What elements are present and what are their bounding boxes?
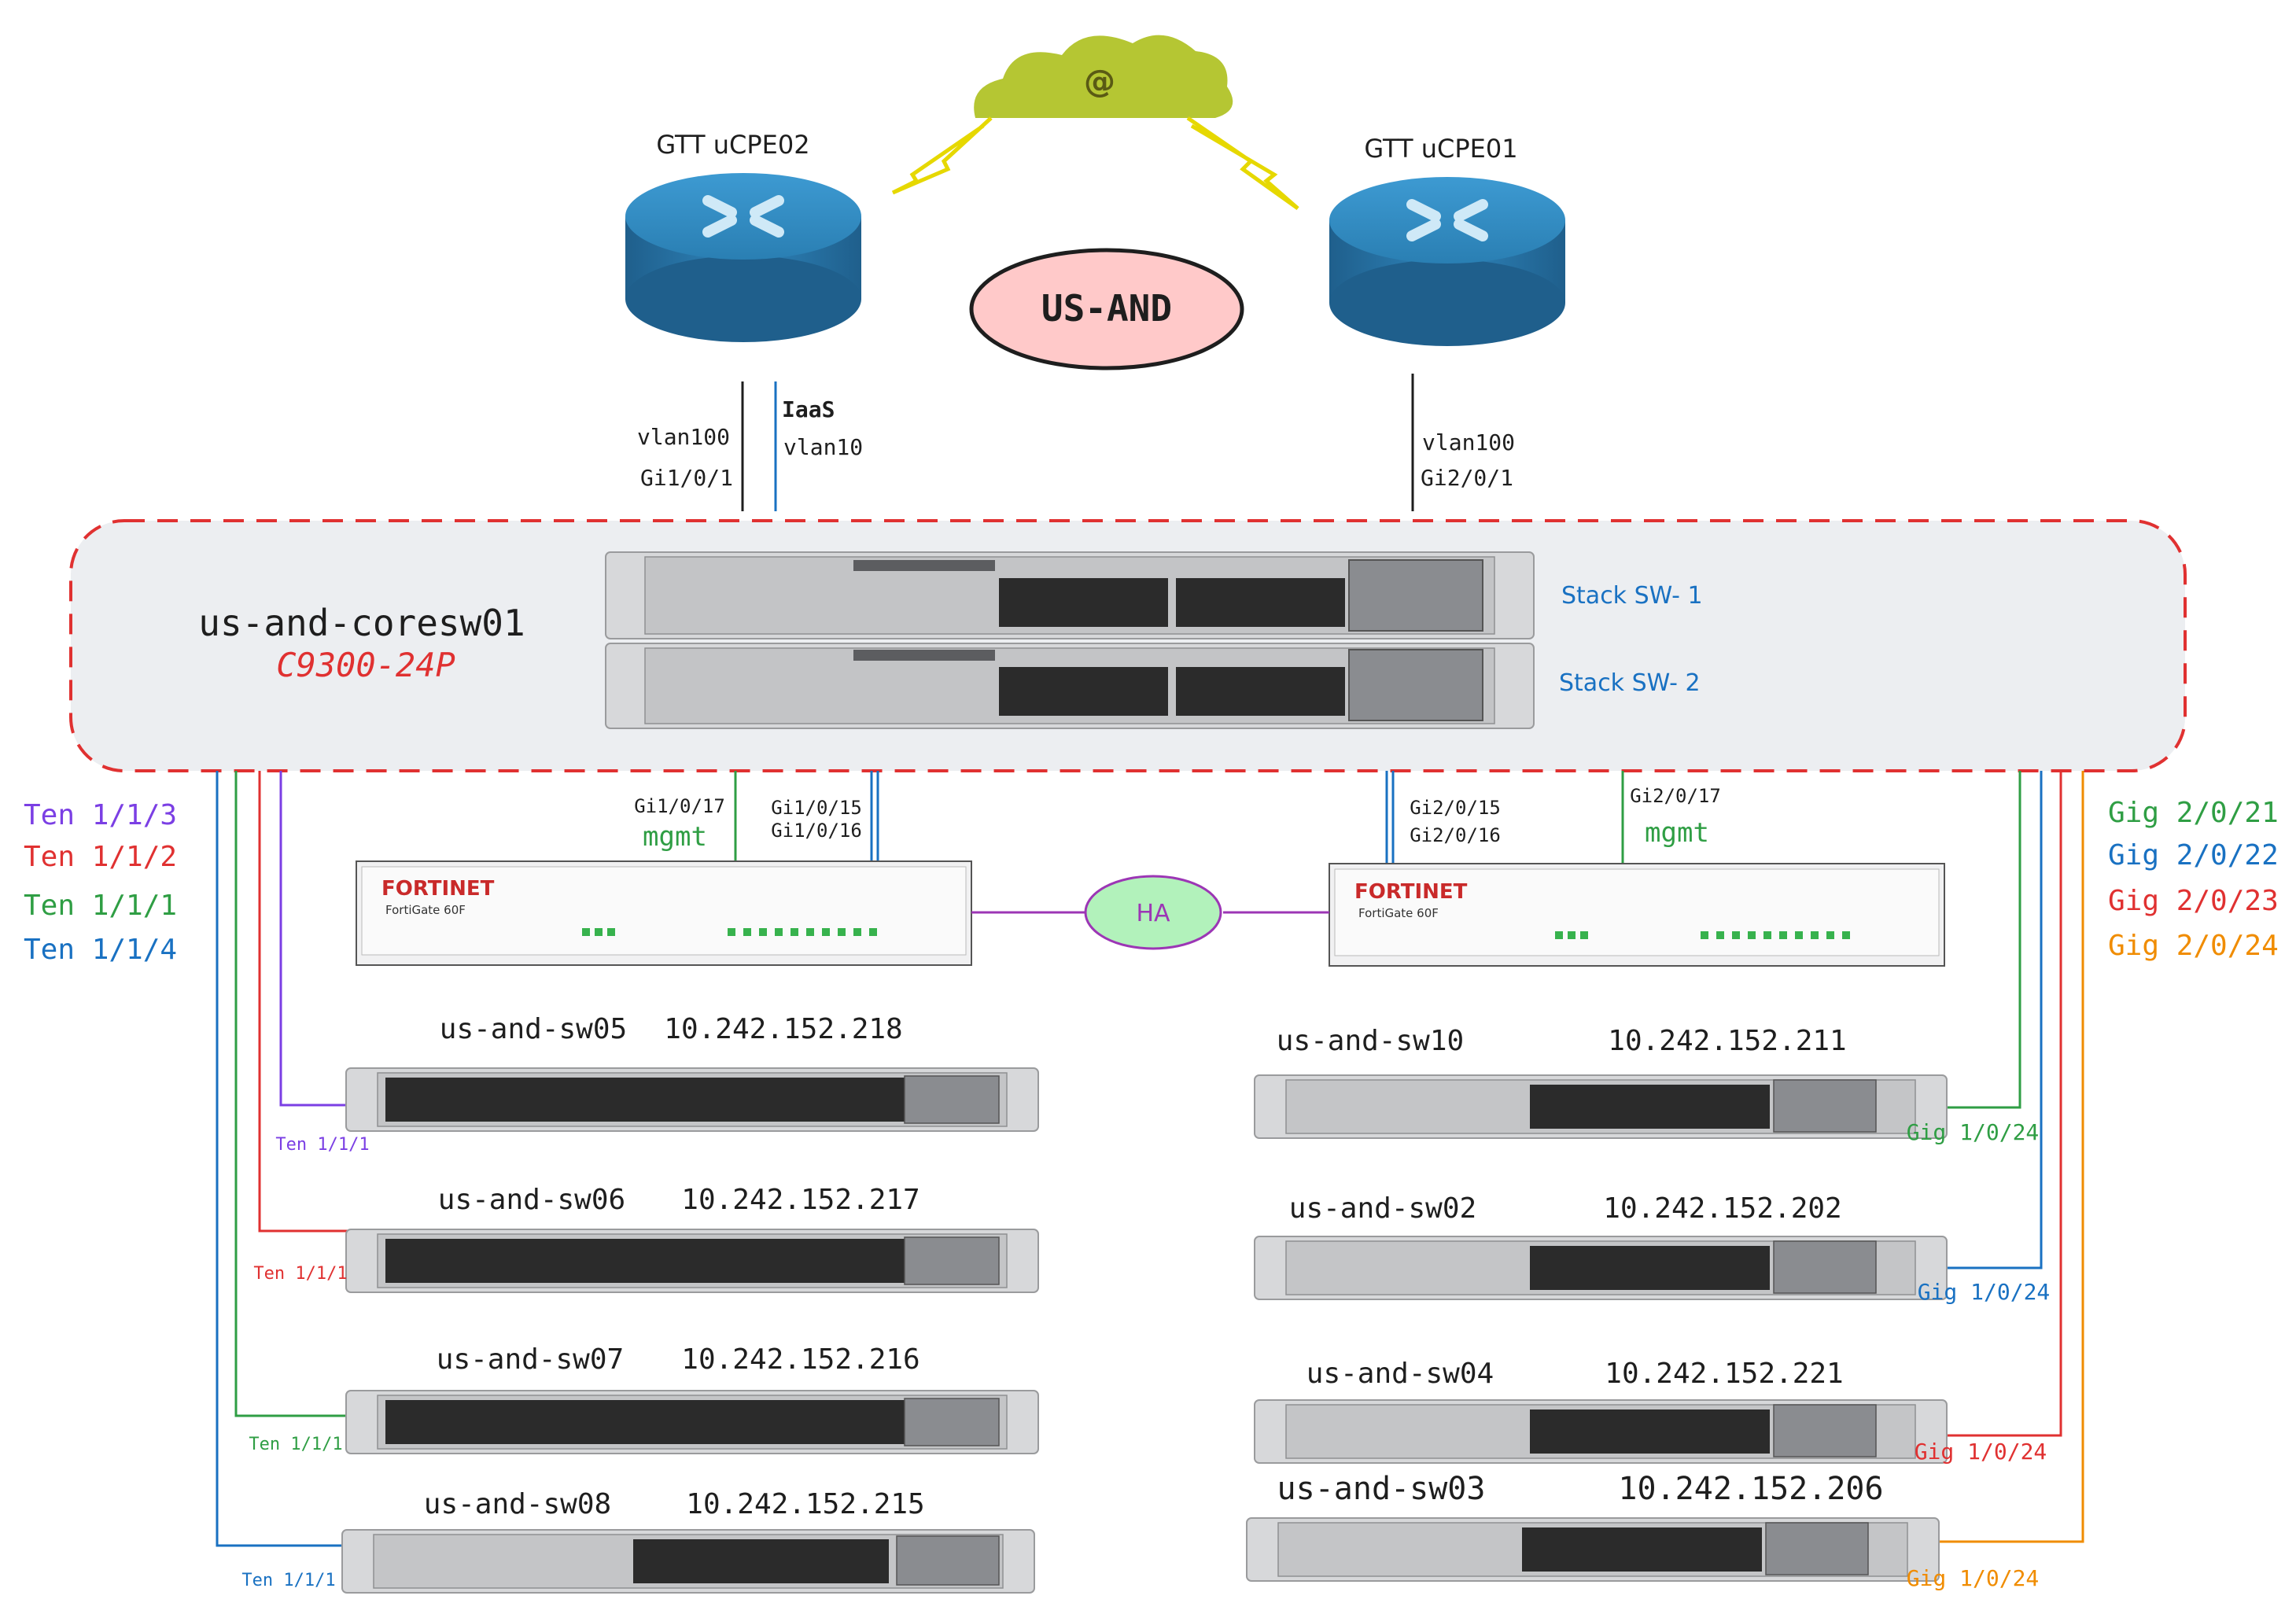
fw-left-ports-a: Gi1/0/15 bbox=[771, 797, 862, 819]
sw03-port: Gig 1/0/24 bbox=[1907, 1565, 2040, 1591]
sw10-ip: 10.242.152.211 bbox=[1608, 1025, 1846, 1057]
sw06-name: us-and-sw06 bbox=[438, 1184, 625, 1216]
lightning-left bbox=[891, 116, 993, 195]
access-switch-sw10[interactable] bbox=[1254, 1074, 1948, 1139]
uplink-right-port: Gi2/0/1 bbox=[1421, 465, 1513, 491]
access-switch-sw05[interactable] bbox=[345, 1067, 1039, 1132]
link-sw07 bbox=[234, 771, 350, 1417]
sw07-port: Ten 1/1/1 bbox=[249, 1435, 342, 1454]
fw-left-brand: FORTINET bbox=[381, 877, 495, 901]
access-switch-sw08[interactable] bbox=[341, 1529, 1035, 1594]
sw03-ip: 10.242.152.206 bbox=[1618, 1471, 1883, 1507]
lightning-right bbox=[1186, 116, 1299, 211]
cloud-label: @ bbox=[1084, 64, 1115, 100]
fw-left-ports-b: Gi1/0/16 bbox=[771, 820, 862, 842]
uplink-left-iaas: IaaS bbox=[782, 396, 835, 422]
link-sw06 bbox=[258, 771, 350, 1233]
core-switch-1[interactable] bbox=[605, 551, 1535, 639]
link-sw05 bbox=[279, 771, 350, 1107]
fw-right-brand: FORTINET bbox=[1354, 880, 1468, 904]
sw04-port: Gig 1/0/24 bbox=[1915, 1439, 2047, 1465]
fw-left-model: FortiGate 60F bbox=[385, 903, 466, 917]
link-sw08 bbox=[216, 771, 350, 1547]
core-model: C9300-24P bbox=[276, 646, 455, 684]
router-icon-ucpe01[interactable] bbox=[1329, 177, 1565, 346]
sw05-ip: 10.242.152.218 bbox=[664, 1013, 902, 1045]
link-sw04 bbox=[1904, 771, 2062, 1437]
core-port-right-1: Gig 2/0/21 bbox=[2108, 797, 2279, 829]
core-port-left-1: Ten 1/1/3 bbox=[24, 799, 177, 831]
core-port-left-2: Ten 1/1/2 bbox=[24, 841, 177, 873]
ha-label: HA bbox=[1136, 900, 1170, 927]
router-icon-ucpe02[interactable] bbox=[625, 173, 861, 342]
sw07-ip: 10.242.152.216 bbox=[681, 1343, 920, 1376]
sw02-name: us-and-sw02 bbox=[1289, 1192, 1476, 1225]
sw07-name: us-and-sw07 bbox=[437, 1343, 624, 1376]
uplink-right-vlan: vlan100 bbox=[1422, 429, 1515, 455]
sw08-port: Ten 1/1/1 bbox=[241, 1571, 335, 1590]
site-badge-label: US-AND bbox=[1041, 287, 1172, 330]
access-switch-sw02[interactable] bbox=[1254, 1236, 1948, 1300]
access-switch-sw07[interactable] bbox=[345, 1390, 1039, 1454]
ha-badge bbox=[1084, 875, 1222, 950]
firewall-right[interactable]: FORTINET FortiGate 60F bbox=[1329, 863, 1945, 967]
sw05-name: us-and-sw05 bbox=[440, 1013, 627, 1045]
core-port-right-2: Gig 2/0/22 bbox=[2108, 839, 2279, 871]
link-sw03 bbox=[1896, 771, 2084, 1543]
sw05-port: Ten 1/1/1 bbox=[275, 1135, 369, 1155]
router-ucpe02-name: GTT uCPE02 bbox=[656, 130, 809, 160]
core-port-right-4: Gig 2/0/24 bbox=[2108, 930, 2279, 962]
core-port-right-3: Gig 2/0/23 bbox=[2108, 885, 2279, 917]
router-ucpe01-name: GTT uCPE01 bbox=[1364, 134, 1517, 164]
core-hostname: us-and-coresw01 bbox=[198, 602, 525, 644]
fw-right-mgmt: mgmt bbox=[1645, 817, 1709, 849]
stack-sw1-label: Stack SW- 1 bbox=[1561, 582, 1703, 610]
link-sw02 bbox=[1904, 771, 2043, 1269]
uplink-left-vlan: vlan100 bbox=[637, 424, 730, 450]
sw10-port: Gig 1/0/24 bbox=[1907, 1119, 2040, 1145]
site-badge: US-AND bbox=[969, 248, 1244, 370]
sw02-port: Gig 1/0/24 bbox=[1918, 1279, 2051, 1305]
sw06-ip: 10.242.152.217 bbox=[681, 1184, 920, 1216]
fw-right-ports-b: Gi2/0/16 bbox=[1410, 824, 1501, 846]
fw-right-model: FortiGate 60F bbox=[1358, 906, 1439, 920]
fw-left-mgmt-port: Gi1/0/17 bbox=[634, 795, 725, 817]
fw-right-ports-a: Gi2/0/15 bbox=[1410, 797, 1501, 819]
fw-left-mgmt: mgmt bbox=[643, 821, 707, 853]
stack-sw2-label: Stack SW- 2 bbox=[1559, 669, 1701, 697]
sw08-name: us-and-sw08 bbox=[424, 1488, 611, 1520]
access-switch-sw03[interactable] bbox=[1246, 1517, 1940, 1582]
uplink-left-port: Gi1/0/1 bbox=[640, 465, 733, 491]
sw04-ip: 10.242.152.221 bbox=[1605, 1358, 1843, 1390]
sw06-port: Ten 1/1/1 bbox=[253, 1264, 347, 1284]
fw-right-mgmt-port: Gi2/0/17 bbox=[1630, 785, 1721, 807]
access-switch-sw06[interactable] bbox=[345, 1229, 1039, 1293]
uplink-left-iaas-vlan: vlan10 bbox=[783, 434, 863, 460]
sw02-ip: 10.242.152.202 bbox=[1603, 1192, 1841, 1225]
access-switch-sw04[interactable] bbox=[1254, 1399, 1948, 1464]
core-switch-2[interactable] bbox=[605, 643, 1535, 729]
internet-cloud: @ bbox=[974, 35, 1233, 118]
sw04-name: us-and-sw04 bbox=[1306, 1358, 1494, 1390]
sw03-name: us-and-sw03 bbox=[1277, 1471, 1486, 1507]
core-port-left-3: Ten 1/1/1 bbox=[24, 890, 177, 922]
sw10-name: us-and-sw10 bbox=[1277, 1025, 1464, 1057]
firewall-left[interactable]: FORTINET FortiGate 60F bbox=[356, 860, 972, 966]
sw08-ip: 10.242.152.215 bbox=[686, 1488, 924, 1520]
core-port-left-4: Ten 1/1/4 bbox=[24, 934, 177, 966]
